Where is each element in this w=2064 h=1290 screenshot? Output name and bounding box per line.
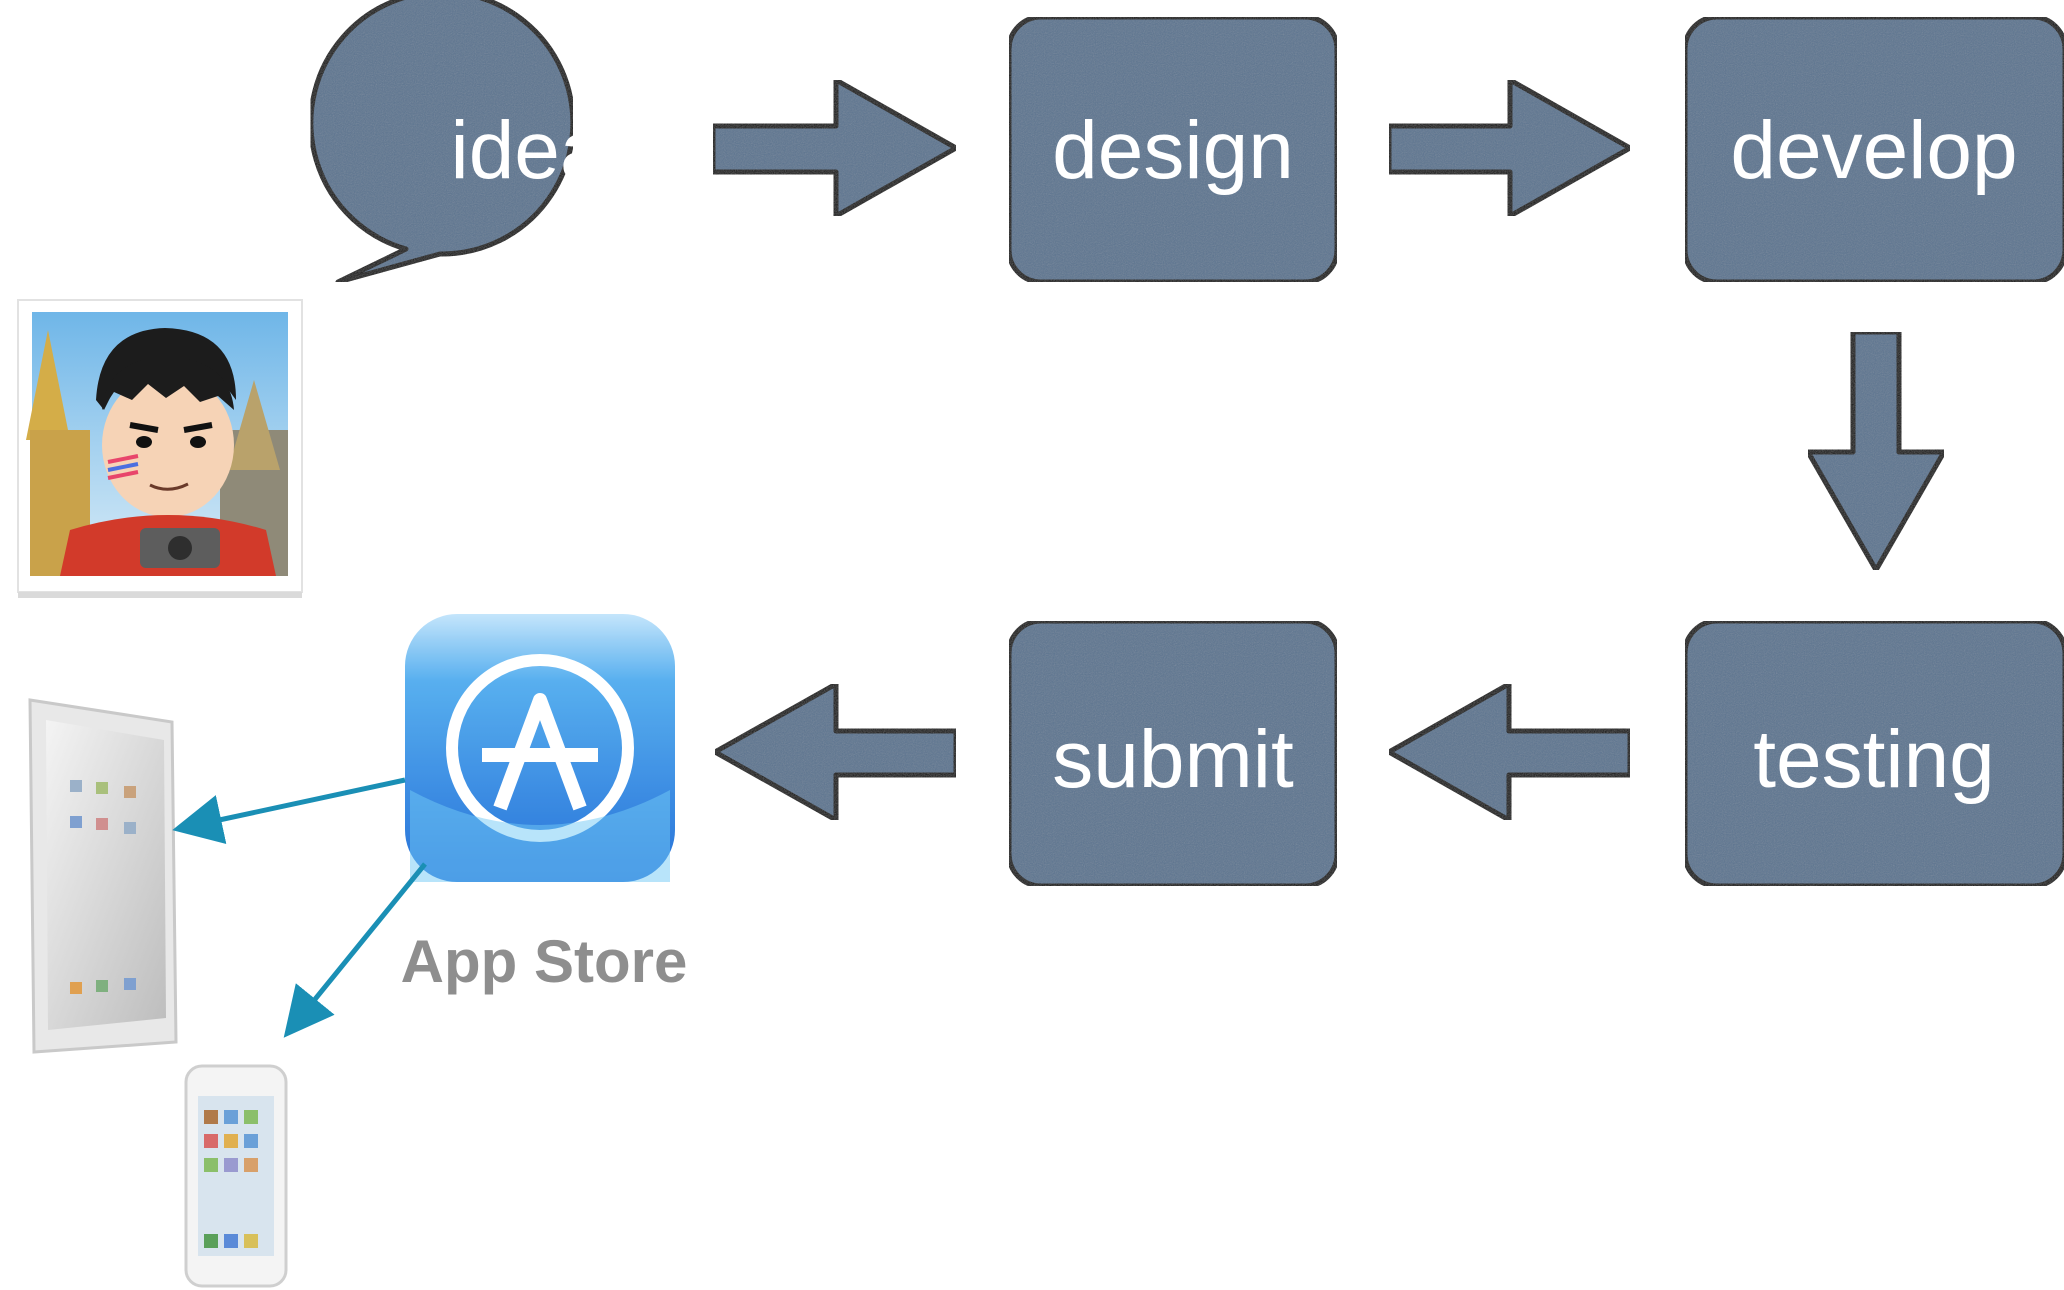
develop-node <box>1682 14 2064 285</box>
ipad-icon <box>28 698 178 1054</box>
submit-label: submit <box>1052 714 1294 805</box>
app-store-label: App Store <box>401 928 688 995</box>
arrow-right-icon <box>1386 77 1633 219</box>
avatar-shadow <box>18 592 302 598</box>
developer-avatar-icon <box>17 299 303 593</box>
testing-label: testing <box>1753 714 1995 805</box>
distribute-to-iphone-arrow <box>283 862 427 1038</box>
testing-node <box>1682 618 2064 889</box>
arrow-down-icon <box>1805 329 1947 573</box>
iphone-icon <box>184 1064 288 1288</box>
idea-label: idea <box>450 105 605 196</box>
develop-label: develop <box>1730 105 2017 196</box>
arrow-right-icon <box>710 77 959 219</box>
submit-node <box>1006 618 1340 889</box>
app-store-icon <box>405 614 675 882</box>
idea-node <box>308 0 576 285</box>
distribute-to-ipad-arrow <box>172 777 406 845</box>
speech-bubble-icon <box>308 0 576 285</box>
arrow-left-icon <box>712 681 959 823</box>
design-label: design <box>1052 105 1294 196</box>
design-node <box>1006 14 1340 285</box>
arrow-left-icon <box>1386 681 1633 823</box>
